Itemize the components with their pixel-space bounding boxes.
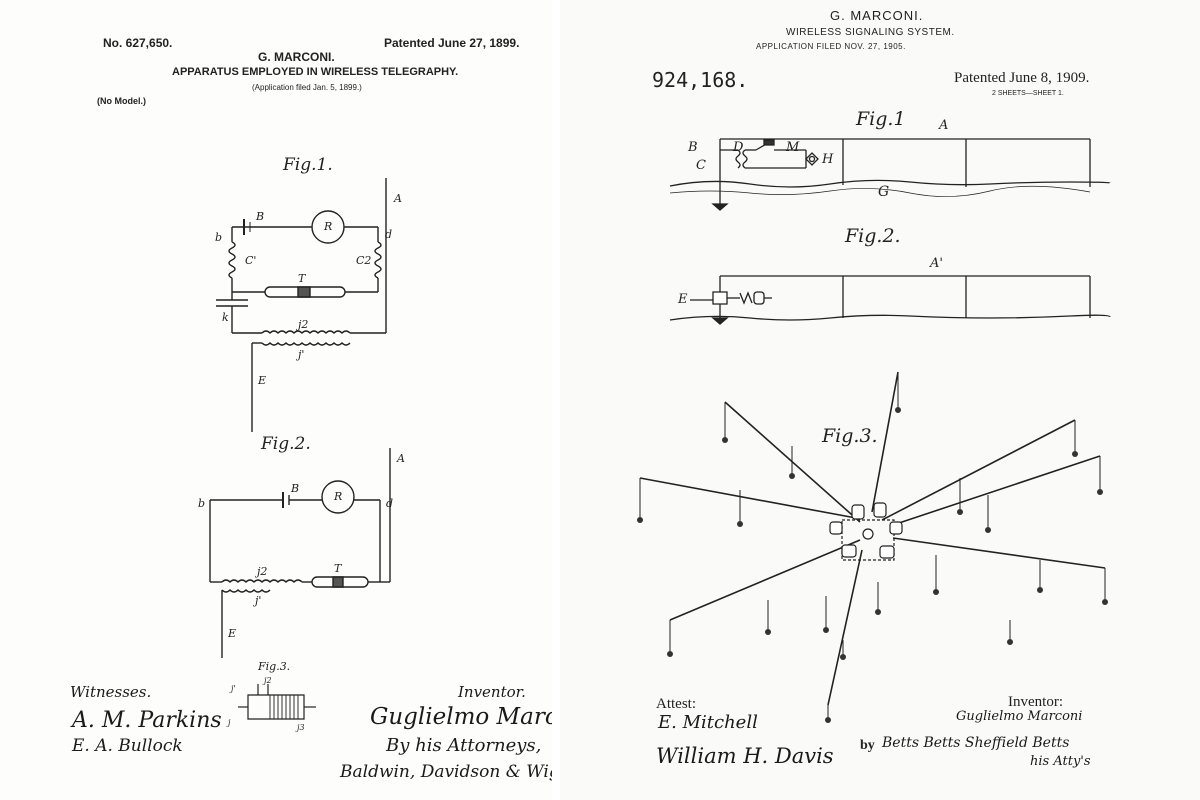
fig3-label: j': [231, 684, 236, 693]
fig2-circuit-drawing: [0, 0, 552, 800]
patent-sheet-1899: No. 627,650. G. MARCONI. Patented June 2…: [0, 0, 594, 800]
inventor-label: Inventor.: [458, 683, 526, 701]
fig3-label: j3: [297, 723, 305, 732]
fig1-label: b: [215, 231, 223, 244]
attest-signature: E. Mitchell: [658, 712, 758, 733]
sheet-divider: [552, 0, 560, 800]
attys-label: his Atty's: [1030, 754, 1091, 769]
fig2-label: T: [334, 562, 342, 575]
fig1-label: A: [939, 118, 949, 133]
witness-signature: A. M. Parkins: [72, 708, 222, 733]
fig2-label: E: [678, 292, 688, 307]
fig1-label: M: [786, 140, 800, 155]
attorneys-signature: Betts Betts Sheffield Betts: [882, 735, 1070, 751]
fig3-coil-drawing: [0, 0, 552, 800]
sheet-count: 2 SHEETS—SHEET 1.: [992, 90, 1064, 97]
fig1-label: B: [256, 210, 265, 223]
inventor-signature: Guglielmo Marconi: [956, 709, 1083, 724]
inventor-name-header: G. MARCONI.: [830, 8, 924, 23]
attest-signature: William H. Davis: [656, 744, 834, 768]
attest-label: Attest:: [656, 696, 696, 712]
patent-date: Patented June 8, 1909.: [954, 70, 1090, 86]
fig1-label: j2: [298, 318, 309, 331]
patent-title: APPARATUS EMPLOYED IN WIRELESS TELEGRAPH…: [172, 66, 459, 78]
fig1-label: j': [298, 348, 305, 361]
patent-number: 924,168.: [652, 68, 749, 92]
fig1-label: C: [696, 158, 706, 173]
fig1-label: E: [258, 374, 267, 387]
witness-signature: E. A. Bullock: [72, 736, 183, 756]
fig1-label: H: [822, 152, 834, 167]
fig1-circuit-drawing: [0, 0, 552, 800]
fig3-directional-aerial-drawing: [637, 0, 1108, 723]
fig1-aerial-drawing: [560, 0, 1200, 800]
fig1-title: Fig.1: [856, 108, 906, 130]
fig2-label: A': [930, 256, 943, 271]
application-note: (Application filed Jan. 5, 1899.): [252, 83, 362, 92]
fig3-label: j2: [264, 676, 272, 685]
fig2-label: j': [255, 594, 262, 607]
patent-sheet-1909: G. MARCONI. WIRELESS SIGNALING SYSTEM. A…: [560, 0, 1200, 800]
fig2-title: Fig.2.: [261, 434, 311, 454]
fig2-label: b: [198, 497, 206, 510]
fig2-label: R: [334, 490, 343, 503]
fig1-label: G: [878, 184, 890, 200]
fig1-label: R: [324, 220, 333, 233]
fig2-aerial-drawing: [560, 0, 1200, 800]
fig1-label: d: [385, 228, 393, 241]
fig1-label: T: [298, 272, 306, 285]
application-note: APPLICATION FILED NOV. 27, 1905.: [756, 42, 906, 51]
fig2-title: Fig.2.: [845, 225, 901, 247]
model-note: (No Model.): [97, 96, 146, 106]
attorneys-signature: Baldwin, Davidson & Wight: [340, 762, 578, 782]
fig2-label: E: [228, 627, 237, 640]
patent-number: No. 627,650.: [103, 36, 173, 50]
inventor-label: Inventor:: [1008, 694, 1063, 710]
fig3-title: Fig.3.: [258, 660, 291, 673]
fig1-label: A: [394, 192, 402, 205]
attorneys-label: By his Attorneys,: [386, 735, 542, 756]
witnesses-label: Witnesses.: [70, 683, 152, 701]
fig1-label: k: [222, 311, 229, 324]
patent-date: Patented June 27, 1899.: [384, 36, 520, 50]
fig1-label: C': [245, 254, 257, 267]
inventor-name-header: G. MARCONI.: [258, 50, 335, 64]
fig2-label: A: [397, 452, 405, 465]
fig3-label: j: [228, 718, 231, 727]
fig1-label: D: [733, 140, 744, 155]
fig3-title: Fig.3.: [822, 425, 878, 447]
by-label: by: [860, 738, 875, 753]
fig2-label: d: [386, 497, 394, 510]
patent-title: WIRELESS SIGNALING SYSTEM.: [786, 27, 955, 38]
fig1-label: B: [688, 140, 698, 155]
fig2-label: B: [291, 482, 300, 495]
fig1-label: C2: [356, 254, 372, 267]
fig1-title: Fig.1.: [283, 155, 333, 175]
fig2-label: j2: [257, 565, 268, 578]
